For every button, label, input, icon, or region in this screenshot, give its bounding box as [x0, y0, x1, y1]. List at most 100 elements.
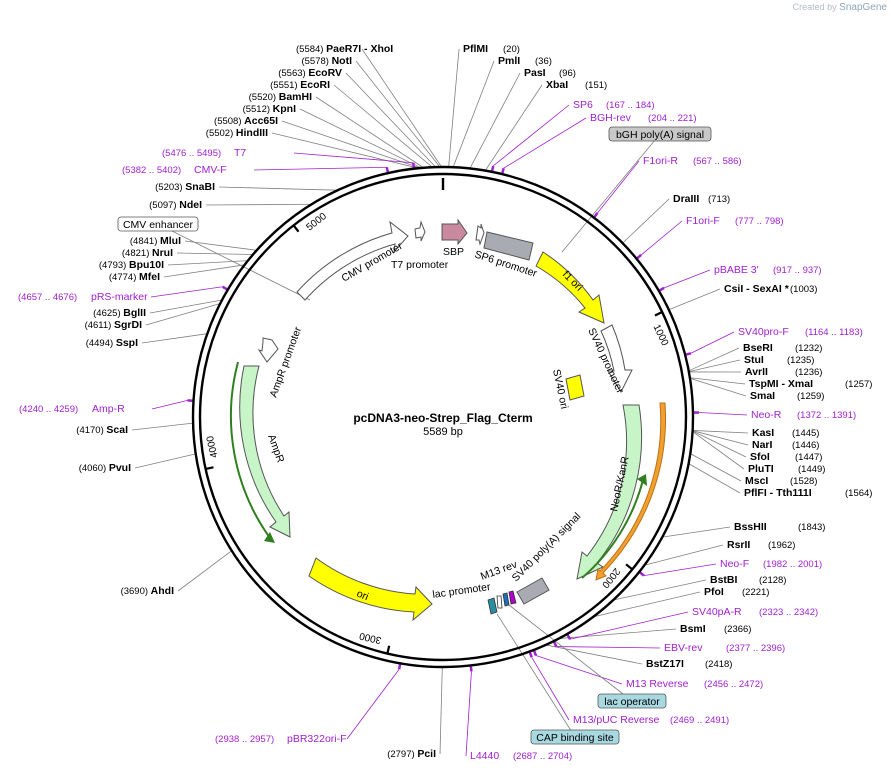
feature-ori-arrow[interactable] — [308, 557, 433, 622]
feature-ampr-arrow[interactable] — [239, 365, 291, 538]
primer-range: (5476 .. 5495) — [162, 148, 221, 159]
site-label-stui[interactable]: StuI(1235) — [744, 354, 814, 366]
feature-cmv-promoter-arrow[interactable] — [296, 220, 409, 301]
site-leader — [299, 108, 422, 169]
site-label-acc65i[interactable]: (5508) Acc65I — [214, 115, 278, 127]
site-label-ecori[interactable]: (5551) EcoRI — [270, 79, 330, 91]
feature-box[interactable] — [597, 693, 667, 709]
site-leader — [355, 60, 441, 168]
site-label-xbai[interactable]: XbaI(151) — [546, 79, 607, 91]
primer-prs-marker[interactable]: pRS-marker — [91, 291, 148, 303]
primer-sv40pro-f[interactable]: SV40pro-F — [738, 326, 789, 338]
feature-sv40-ori-box[interactable] — [565, 374, 585, 401]
feature-orf-green-neo[interactable] — [581, 479, 644, 579]
site-leader — [593, 591, 701, 618]
site-label-mfei[interactable]: (4774) MfeI — [109, 271, 160, 283]
site-label-bsshii[interactable]: BssHII(1843) — [734, 521, 825, 533]
site-label-pflmi[interactable]: PflMI(20) — [463, 43, 520, 55]
site-leader — [622, 198, 670, 244]
site-label-ndei[interactable]: (5097) NdeI — [149, 199, 202, 211]
feature-neor-kanr-arrow[interactable] — [576, 404, 643, 580]
feature-sbp-arrow[interactable] — [441, 218, 468, 246]
feature-lac-promoter-mark[interactable] — [487, 597, 498, 615]
primer-range: (2687 .. 2704) — [513, 751, 572, 762]
tick-mark — [386, 645, 391, 654]
site-leader — [333, 84, 433, 168]
feature-sv40-polya-box[interactable] — [516, 577, 550, 605]
brand-credit: Created by SnapGene — [792, 2, 887, 13]
site-label-noti[interactable]: (5578) NotI — [301, 55, 352, 67]
site-label-bamhi[interactable]: (5520) BamHI — [249, 91, 312, 103]
site-label-paer7i[interactable]: (5584) PaeR7I - XhoI — [296, 43, 393, 55]
site-label-pluti[interactable]: PluTI(1449) — [748, 463, 825, 475]
feature-orf-green-neo-head — [637, 474, 647, 486]
feature-lac-operator-mark[interactable] — [502, 592, 510, 607]
site-label-kasi[interactable]: KasI(1445) — [752, 427, 819, 439]
site-label-rsrii[interactable]: RsrII(1962) — [727, 539, 795, 551]
site-label-scai[interactable]: (4170) ScaI — [76, 424, 128, 436]
primer-neo-f[interactable]: Neo-F — [720, 558, 749, 570]
feature-bgh-polya-box[interactable] — [483, 231, 534, 261]
primer-bgh-rev[interactable]: BGH-rev — [590, 112, 632, 124]
site-label-pfoi[interactable]: PfoI(2221) — [704, 586, 769, 598]
site-label-sfoi[interactable]: SfoI(1447) — [750, 451, 822, 463]
site-label-bglii[interactable]: (4625) BglII — [93, 307, 146, 319]
site-label-ecorv[interactable]: (5563) EcoRV — [278, 67, 342, 79]
site-label-draiii[interactable]: DraIII(713) — [673, 193, 730, 205]
primer-cmv-f[interactable]: CMV-F — [194, 164, 227, 176]
site-label-smai[interactable]: SmaI(1259) — [750, 390, 824, 402]
site-label-pcii[interactable]: (2797) PciI — [387, 748, 436, 760]
feature-cap-site-mark[interactable] — [508, 590, 517, 605]
site-label-msci[interactable]: MscI(1528) — [745, 475, 817, 487]
feature-orf-orange-arrow[interactable] — [595, 402, 667, 581]
feature-box[interactable] — [117, 216, 199, 232]
feature-sv40-promoter-arrow[interactable] — [600, 324, 633, 394]
site-label-pmli[interactable]: PmlI(36) — [498, 55, 552, 67]
site-label-ahdi[interactable]: (3690) AhdI — [121, 585, 175, 597]
site-label-hindiii[interactable]: (5502) HindIII — [206, 127, 268, 139]
site-label-avrii[interactable]: AvrII(1236) — [745, 366, 822, 378]
feature-ampr-promoter-arrow[interactable] — [257, 337, 279, 363]
feature-sp6-promoter-arrow[interactable] — [475, 223, 485, 246]
primer-pbr322ori-f[interactable]: pBR322ori-F — [287, 733, 347, 745]
primer-leader — [535, 655, 623, 685]
site-label-csii[interactable]: CsiI - SexAI *(1003) — [724, 283, 817, 295]
site-label-mlui[interactable]: (4841) MluI — [130, 235, 181, 247]
primer-ebv-rev[interactable]: EBV-rev — [664, 642, 703, 654]
primer-pbabe-3-[interactable]: pBABE 3' — [714, 264, 759, 276]
site-label-sspi[interactable]: (4494) SspI — [86, 337, 138, 349]
site-label-nrui[interactable]: (4821) NruI — [122, 247, 173, 259]
site-label-bseri[interactable]: BseRI(1232) — [743, 342, 822, 354]
feature-m13-rev-mark[interactable] — [496, 595, 503, 609]
site-label-sgrdi[interactable]: (4611) SgrDI — [85, 319, 142, 331]
primer-sv40pa-r[interactable]: SV40pA-R — [692, 606, 742, 618]
feature-f1-ori-arrow[interactable] — [535, 251, 605, 324]
site-label-tspmi[interactable]: TspMI - XmaI(1257) — [749, 378, 872, 390]
primer-f1ori-r[interactable]: F1ori-R — [643, 155, 678, 167]
feature-box[interactable] — [608, 126, 712, 142]
primer-l4440[interactable]: L4440 — [470, 750, 499, 762]
tick-mark — [654, 311, 663, 317]
primer-m13-reverse[interactable]: M13 Reverse — [626, 678, 689, 690]
feature-box[interactable] — [530, 729, 620, 745]
site-label-pasi[interactable]: PasI(96) — [524, 67, 576, 79]
primer-f1ori-f[interactable]: F1ori-F — [686, 215, 720, 227]
site-label-bsmi[interactable]: BsmI(2366) — [680, 623, 751, 635]
primer-t7[interactable]: T7 — [234, 147, 246, 159]
feature-t7-promoter-arrow[interactable] — [414, 220, 426, 242]
primer-range: (167 .. 184) — [606, 100, 655, 111]
primer-leader — [531, 656, 570, 721]
primer-sp6[interactable]: SP6 — [573, 99, 593, 111]
feature-orf-green-amp[interactable] — [229, 361, 271, 539]
site-label-pvui[interactable]: (4060) PvuI — [79, 462, 131, 474]
site-label-kpni[interactable]: (5512) KpnI — [243, 103, 297, 115]
site-label-bstz17i[interactable]: BstZ17I(2418) — [646, 658, 732, 670]
site-label-snabi[interactable]: (5203) SnaBI — [155, 181, 215, 193]
site-label-bstbi[interactable]: BstBI(2128) — [710, 574, 786, 586]
primer-neo-r[interactable]: Neo-R — [751, 409, 782, 421]
primer-m13-puc-reverse[interactable]: M13/pUC Reverse — [573, 714, 660, 726]
primer-amp-r[interactable]: Amp-R — [92, 403, 125, 415]
site-label-nari[interactable]: NarI(1446) — [752, 439, 819, 451]
site-label-bpu10i[interactable]: (4793) Bpu10I — [99, 259, 164, 271]
site-label-pflfi[interactable]: PflFI - Tth111I(1564) — [744, 487, 872, 499]
